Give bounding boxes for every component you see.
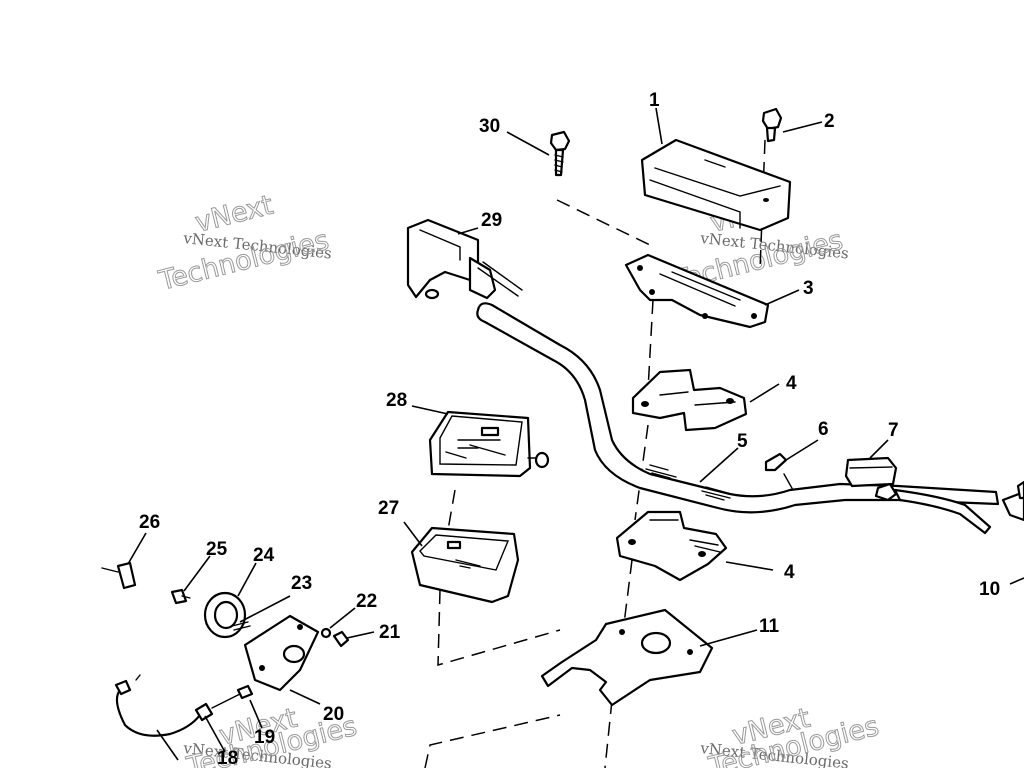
part-7-master-cylinder <box>844 456 992 535</box>
part-28-speedometer <box>428 410 550 478</box>
callout-5: 5 <box>737 431 748 452</box>
callout-25: 25 <box>206 539 228 560</box>
watermark-bottom-right: vNext vNext Technologies Technologies <box>699 702 883 768</box>
part-27-meter-housing <box>410 526 520 604</box>
callout-22: 22 <box>356 591 377 612</box>
callouts: 1 2 30 29 3 4 28 6 7 5 27 26 25 24 4 10 … <box>139 90 1000 768</box>
callout-29: 29 <box>481 210 502 231</box>
part-10-grip <box>1001 480 1024 522</box>
callout-3: 3 <box>803 278 814 299</box>
part-24-grommet <box>203 591 247 639</box>
callout-23: 23 <box>291 573 312 594</box>
part-1-cover-pad <box>640 138 792 232</box>
part-11-bracket <box>540 608 714 707</box>
callout-24: 24 <box>253 545 275 566</box>
callout-26: 26 <box>139 512 160 533</box>
part-25-screw <box>170 588 191 605</box>
part-21-nut <box>332 630 350 648</box>
callout-7: 7 <box>888 420 899 441</box>
callout-30: 30 <box>479 116 500 137</box>
part-30-bolt <box>549 130 571 177</box>
part-23-stud <box>231 621 251 631</box>
part-2-bolt <box>761 107 783 143</box>
part-3-plate <box>624 253 770 329</box>
callout-21: 21 <box>379 622 401 643</box>
callout-4b: 4 <box>784 562 795 583</box>
callout-19: 19 <box>254 727 275 748</box>
part-26-bushing <box>101 561 137 590</box>
watermark-left: vNext vNext Technologies Technologies <box>155 189 333 297</box>
callout-6: 6 <box>818 419 829 440</box>
part-19-connector <box>211 684 254 709</box>
callout-10: 10 <box>979 579 1000 600</box>
callout-28: 28 <box>386 390 407 411</box>
callout-18: 18 <box>217 748 238 768</box>
part-4-lower-clamp <box>615 510 728 582</box>
callout-27: 27 <box>378 498 399 519</box>
part-4-upper-clamp <box>631 368 748 432</box>
part-5-handlebar <box>476 302 1000 514</box>
callout-2: 2 <box>824 111 835 132</box>
callout-20: 20 <box>323 704 344 725</box>
callout-1: 1 <box>649 90 660 111</box>
leader-lines <box>127 107 1024 761</box>
part-18-wire-harness <box>114 674 214 737</box>
part-6-pad <box>764 452 794 491</box>
part-29-switch-housing <box>406 218 523 300</box>
part-22-washer <box>320 627 332 639</box>
part-20-indicator-housing <box>243 614 320 692</box>
callout-4a: 4 <box>786 373 797 394</box>
callout-11: 11 <box>759 616 780 637</box>
